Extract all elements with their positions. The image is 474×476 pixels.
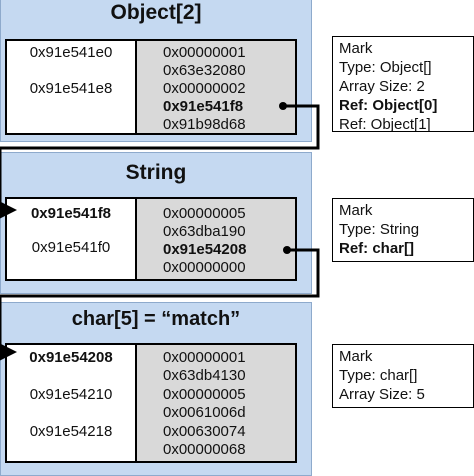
address-cell: 0x91e54218	[29, 423, 113, 440]
address-column: 0x91e541f8 0x91e541f0	[7, 199, 137, 279]
info-line: Mark	[339, 348, 373, 365]
info-line-reference: Ref: Object[0]	[339, 97, 438, 114]
address-cell-target: 0x91e54208	[29, 349, 113, 366]
value-cell: 0x63dba190	[163, 223, 246, 240]
address-cell: 0x91e54210	[29, 386, 113, 403]
value-cell: 0x63db4130	[163, 367, 246, 384]
value-cell: 0x00000002	[163, 80, 246, 97]
value-cell: 0x00630074	[163, 423, 246, 440]
char-array-memory-table: 0x91e54208 0x91e54210 0x91e54218 0x00000…	[5, 343, 297, 463]
info-line: Array Size: 2	[339, 78, 425, 95]
value-cell: 0x00000068	[163, 441, 246, 458]
string-info-box: Mark Type: String Ref: char[]	[332, 198, 474, 262]
object-array-info-box: Mark Type: Object[] Array Size: 2 Ref: O…	[332, 36, 474, 132]
address-column: 0x91e54208 0x91e54210 0x91e54218	[7, 345, 137, 461]
value-cell: 0x00000005	[163, 205, 246, 222]
string-panel: String 0x91e541f8 0x91e541f0 0x00000005 …	[0, 152, 312, 294]
value-cell: 0x00000001	[163, 44, 246, 61]
reference-arrow-origin-dot	[283, 246, 291, 254]
value-column: 0x00000005 0x63dba190 0x91e54208 0x00000…	[137, 199, 295, 279]
reference-arrow-string-to-char	[0, 248, 320, 361]
info-line: Ref: Object[1]	[339, 116, 431, 132]
reference-arrow-object-to-string	[0, 104, 320, 219]
address-cell: 0x91e541f0	[31, 239, 111, 256]
string-memory-table: 0x91e541f8 0x91e541f0 0x00000005 0x63dba…	[5, 197, 297, 281]
info-line: Type: String	[339, 221, 420, 238]
info-line: Mark	[339, 202, 373, 219]
char-array-panel: char[5] = “match” 0x91e54208 0x91e54210 …	[0, 302, 312, 476]
value-cell-reference: 0x91e54208	[163, 241, 247, 258]
value-column: 0x00000001 0x63db4130 0x00000005 0x00610…	[137, 345, 295, 461]
value-cell-reference: 0x91e541f8	[163, 98, 244, 115]
value-cell: 0x0061006d	[163, 404, 246, 421]
object-array-memory-table: 0x91e541e0 0x91e541e8 0x00000001 0x63e32…	[5, 39, 297, 135]
info-line: Mark	[339, 40, 373, 57]
value-column: 0x00000001 0x63e32080 0x00000002 0x91e54…	[137, 41, 295, 133]
char-array-info-box: Mark Type: char[] Array Size: 5	[332, 344, 474, 408]
value-cell: 0x63e32080	[163, 62, 246, 79]
info-line: Type: Object[]	[339, 59, 432, 76]
string-title: String	[125, 161, 187, 184]
object-array-panel: Object[2] 0x91e541e0 0x91e541e8 0x000000…	[0, 0, 312, 142]
char-array-title: char[5] = “match”	[71, 308, 241, 330]
address-cell-target: 0x91e541f8	[30, 205, 112, 222]
object-array-title: Object[2]	[110, 1, 202, 24]
value-cell: 0x00000001	[163, 349, 246, 366]
value-cell: 0x00000000	[163, 259, 246, 276]
info-line: Type: char[]	[339, 367, 418, 384]
address-cell: 0x91e541e8	[29, 80, 113, 97]
address-column: 0x91e541e0 0x91e541e8	[7, 41, 137, 133]
address-cell: 0x91e541e0	[29, 44, 113, 61]
value-cell: 0x00000005	[163, 386, 246, 403]
reference-arrow-origin-dot	[279, 102, 287, 110]
info-line: Array Size: 5	[339, 386, 425, 403]
value-cell: 0x91b98d68	[163, 116, 246, 133]
info-line-reference: Ref: char[]	[339, 240, 415, 257]
